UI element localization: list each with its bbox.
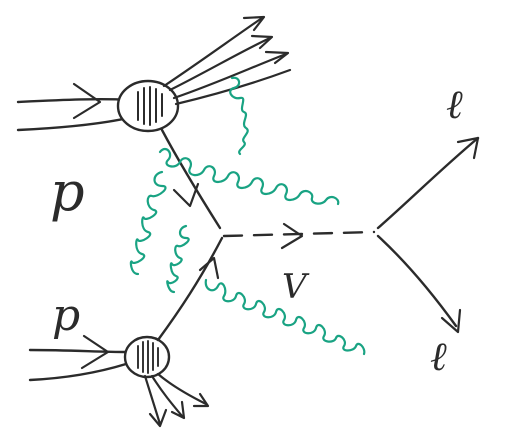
lepton-label-bottom: ℓ (430, 334, 447, 380)
proton-label-bottom: p (52, 290, 80, 341)
proton-label-top: p (50, 160, 85, 223)
proton-blob-top (118, 81, 178, 131)
gluon-radiation-left (131, 172, 189, 292)
proton-remnants-top (164, 17, 290, 104)
gluon-radiation-top (160, 78, 338, 204)
boson-propagator (224, 224, 374, 248)
quark-line-top (162, 130, 220, 228)
lepton-label-top: ℓ (446, 82, 463, 128)
proton-remnants-bottom (145, 374, 208, 426)
incoming-proton-bottom (30, 336, 126, 380)
antiquark-line-bottom (158, 238, 222, 340)
incoming-proton-top (18, 84, 130, 130)
lepton-line-top (378, 138, 478, 228)
lepton-line-bottom (378, 236, 460, 332)
proton-blob-bottom (125, 337, 169, 377)
boson-label: V (282, 267, 310, 307)
